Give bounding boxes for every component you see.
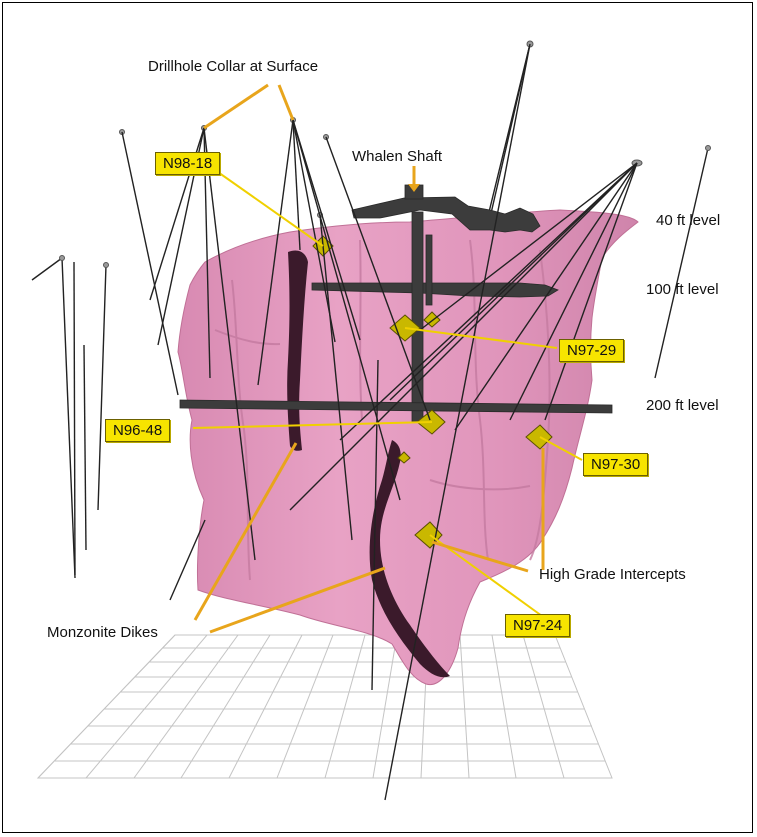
tag-n96-48: N96-48 (105, 419, 170, 442)
collar-label: Drillhole Collar at Surface (148, 58, 318, 76)
tag-n98-18: N98-18 (155, 152, 220, 175)
level-200-label: 200 ft level (646, 397, 719, 415)
tag-n97-29: N97-29 (559, 339, 624, 362)
floor-grid (38, 635, 612, 778)
level-100-label: 100 ft level (646, 281, 719, 299)
shaft-label: Whalen Shaft (352, 148, 442, 166)
level-40-label: 40 ft level (656, 212, 720, 230)
intercepts-label: High Grade Intercepts (539, 566, 686, 584)
tag-n97-24: N97-24 (505, 614, 570, 637)
dikes-label: Monzonite Dikes (47, 624, 158, 642)
tag-n97-30: N97-30 (583, 453, 648, 476)
